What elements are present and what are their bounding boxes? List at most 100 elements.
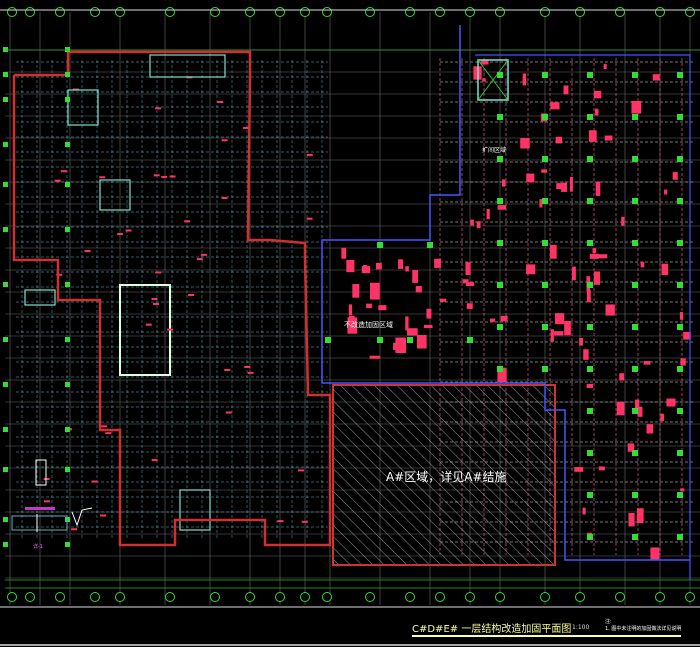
annotation-mark [619,373,625,381]
room-outline [99,179,131,211]
annotation-mark [363,264,368,271]
annotation-mark [125,229,132,232]
axis-bubble [3,337,8,342]
annotation-mark [224,369,231,372]
annotation-mark [593,90,602,99]
annotation-mark [564,320,571,336]
annotation-mark [405,316,409,331]
axis-bubble [3,227,8,232]
column-marker [677,408,683,414]
column-marker [632,114,638,120]
column-marker [65,142,70,147]
annotation-mark [603,63,607,69]
annotation-mark [440,298,447,302]
column-marker [677,72,683,78]
annotation-mark [465,262,471,275]
axis-bubble [165,592,175,602]
annotation-mark [550,102,560,110]
annotation-mark [501,179,506,187]
annotation-mark [426,308,432,319]
annotation-mark [298,469,305,472]
column-marker [407,337,413,343]
room-outline [67,89,99,126]
annotation-mark [646,424,654,434]
column-marker [65,72,70,77]
column-marker [65,542,70,547]
annotation-mark [539,199,543,208]
column-marker [587,72,593,78]
annotation-mark [167,328,174,331]
column-marker [497,282,503,288]
annotation-mark [99,176,106,179]
annotation-mark [574,467,584,472]
annotation-mark [554,331,564,336]
annotation-mark [556,183,565,190]
annotation-mark [462,279,469,284]
column-marker [677,324,683,330]
annotation-mark [605,304,615,316]
axis-bubble [3,282,8,287]
annotation-mark [434,258,441,268]
axis-bubble [7,592,17,602]
axis-bubble [495,592,505,602]
annotation-mark [497,205,507,210]
column-marker [632,408,638,414]
axis-bubble [3,47,8,52]
column-marker [65,282,70,287]
boundary-line [321,25,690,561]
axis-bubble [25,7,35,17]
column-marker [497,366,503,372]
column-marker [677,114,683,120]
annotation-mark [550,329,554,342]
annotation-mark [490,318,496,322]
annotation-mark [416,335,427,349]
annotation-mark [586,289,591,303]
axis-bubble [575,592,585,602]
column-marker [542,324,548,330]
axis-bubble [115,7,125,17]
annotation-mark [369,355,381,359]
axis-bubble [210,592,220,602]
column-marker [65,382,70,387]
annotation-mark [555,313,565,325]
annotation-mark [549,244,557,259]
column-marker [587,450,593,456]
annotation-mark [393,342,401,350]
annotation-mark [683,331,691,340]
column-marker [587,324,593,330]
column-marker [677,366,683,372]
building-outline [12,50,332,547]
annotation-mark [54,179,61,182]
annotation-mark [244,365,251,368]
detail-label: 详-1 [33,544,43,550]
annotation-mark [594,108,599,116]
annotation-mark [196,258,203,261]
annotation-mark [117,233,124,236]
column-marker [587,282,593,288]
annotation-mark [346,259,355,273]
annotation-mark [583,349,589,360]
notes-heading: 注: [605,619,612,625]
column-marker [497,198,503,204]
column-marker [632,198,638,204]
annotation-mark [476,221,481,229]
annotation-mark [582,507,586,515]
annotation-mark [637,406,643,417]
elevator-shaft [477,59,509,101]
annotation-mark [520,138,530,149]
left-building-plan [16,54,328,540]
column-marker [65,227,70,232]
axis-bubble [365,592,375,602]
axis-bubble [322,7,332,17]
annotation-mark [526,264,536,275]
column-marker [65,97,70,102]
annotation-mark [184,220,191,223]
axis-bubble [275,592,285,602]
axis-bubble [7,7,17,17]
column-marker [542,114,548,120]
annotation-mark [628,513,635,527]
axis-bubble [210,7,220,17]
axis-bubble [615,7,625,17]
annotation-mark [60,170,67,173]
